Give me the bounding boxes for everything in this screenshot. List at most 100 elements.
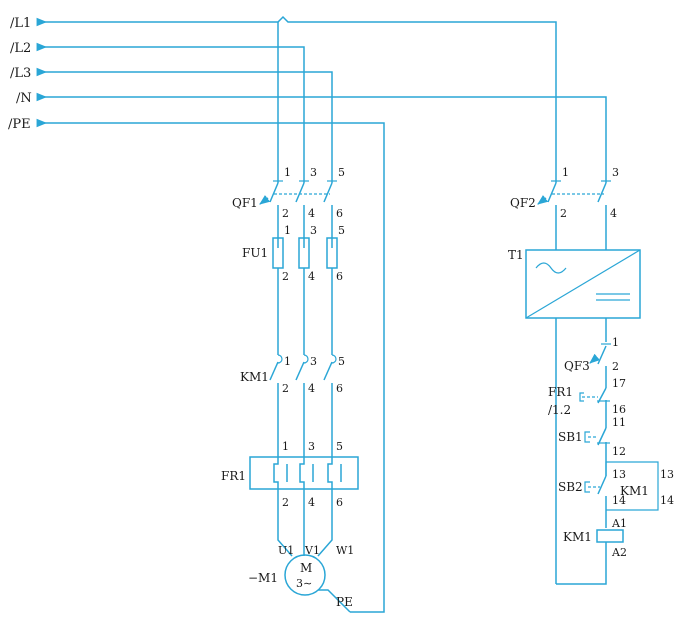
qf2-label: QF2 [510, 196, 536, 210]
km1-aux-terminal-13: 13 [660, 468, 674, 481]
fr1-terminal-1: 1 [282, 440, 289, 453]
motor-symbol: M [300, 561, 312, 575]
bus-n-label: /N [16, 91, 32, 106]
qf2-terminal-3: 3 [612, 166, 619, 179]
qf1-pole-5 [323, 150, 337, 248]
km1-aux-terminal-14: 14 [660, 494, 674, 507]
sb1-label: SB1 [558, 430, 583, 444]
km1-terminal-6: 6 [336, 382, 343, 395]
qf3-trip-arrow [589, 353, 600, 364]
fu1-terminal-5: 5 [338, 224, 345, 237]
fu1-terminal-4: 4 [308, 270, 315, 283]
fr1-label: FR1 [221, 469, 246, 483]
km1-terminal-2: 2 [282, 382, 289, 395]
motor-terminal-w1: W1 [336, 544, 354, 557]
fr1-aux-terminal-16: 16 [612, 403, 626, 416]
bus-n: /N [16, 91, 607, 150]
sb1-terminal-11: 11 [612, 416, 626, 429]
bus-l1-line [46, 15, 557, 150]
sb2-terminal-14: 14 [612, 494, 626, 507]
km1-coil-body [596, 529, 624, 543]
fr1-terminal-3: 3 [308, 440, 315, 453]
t1-diagonal [525, 249, 641, 319]
km1-terminal-4: 4 [308, 382, 315, 395]
coil-terminal-a2: A2 [611, 546, 627, 559]
qf3-label: QF3 [564, 359, 590, 373]
motor-phase: 3∼ [296, 577, 312, 590]
qf2-breaker: QF2 1 3 2 4 [510, 150, 619, 250]
km1-main-label: KM1 [240, 370, 269, 384]
qf1-label: QF1 [232, 196, 258, 210]
fu1-label: FU1 [242, 246, 268, 260]
bus-l1: /L1 [10, 15, 557, 150]
km1-terminal-5: 5 [338, 355, 345, 368]
qf3-breaker: QF3 1 2 [564, 336, 619, 388]
bus-l3-label: /L3 [10, 66, 31, 81]
bus-pe-line [46, 122, 385, 613]
km1-aux-label: KM1 [620, 484, 649, 498]
fr1-terminal-6: 6 [336, 496, 343, 509]
qf1-terminal-2: 2 [282, 207, 289, 220]
motor-pe-connection [318, 589, 351, 613]
bus-pe-label: /PE [8, 117, 31, 132]
sb2-label: SB2 [558, 480, 583, 494]
fr1-terminal-4: 4 [308, 496, 315, 509]
qf1-pole-3 [295, 150, 309, 248]
fr1-aux-terminal-17: 17 [612, 377, 626, 390]
coil-return-wire [556, 542, 607, 585]
fr1-terminal-2: 2 [282, 496, 289, 509]
qf2-trip-arrow [537, 194, 549, 205]
fr1-overload: FR1 1 3 5 2 4 6 [221, 440, 359, 509]
sb1-terminal-12: 12 [612, 445, 626, 458]
sb2-start-button: SB2 13 14 [558, 468, 626, 528]
motor-m1: M 3∼ −M1 U1 V1 W1 PE [248, 495, 354, 613]
km1-holding-contact: KM1 13 14 [605, 461, 674, 511]
qf1-breaker: QF1 1 3 5 2 4 6 [232, 150, 345, 248]
bus-pe: /PE [8, 117, 385, 613]
bus-l3-line [46, 71, 333, 150]
fu1-terminal-6: 6 [336, 270, 343, 283]
qf1-terminal-3: 3 [310, 166, 317, 179]
km1-terminal-1: 1 [284, 355, 291, 368]
motor-m1-circle [284, 554, 326, 596]
fu1-terminal-2: 2 [282, 270, 289, 283]
fu1-terminal-3: 3 [310, 224, 317, 237]
motor-designation: −M1 [248, 571, 278, 585]
t1-body [525, 249, 641, 319]
fr1-aux-reference: /1.2 [548, 403, 571, 417]
qf1-terminal-1: 1 [284, 166, 291, 179]
km1-coil-label: KM1 [563, 530, 592, 544]
qf3-terminal-2: 2 [612, 360, 619, 373]
km1-terminal-3: 3 [310, 355, 317, 368]
t1-transformer: T1 [508, 248, 641, 584]
fr1-aux-label: FR1 [548, 385, 573, 399]
sb1-stop-button: SB1 11 12 [558, 416, 626, 472]
km1-coil: KM1 A1 A2 [556, 517, 627, 585]
sb2-terminal-13: 13 [612, 468, 626, 481]
bus-l2: /L2 [10, 41, 305, 150]
bus-l2-label: /L2 [10, 41, 31, 56]
qf2-terminal-1: 1 [562, 166, 569, 179]
qf1-terminal-5: 5 [338, 166, 345, 179]
qf1-terminal-6: 6 [336, 207, 343, 220]
bus-l3: /L3 [10, 66, 333, 150]
motor-terminal-v1: V1 [304, 544, 320, 557]
fu1-fuses: FU1 1 3 5 2 4 6 [242, 224, 345, 355]
bus-l2-line [46, 46, 305, 150]
bus-n-line [46, 96, 607, 150]
km1-main-contacts: KM1 1 3 5 2 4 6 [240, 354, 345, 452]
coil-terminal-a1: A1 [611, 517, 627, 530]
fu1-terminal-1: 1 [284, 224, 291, 237]
qf3-terminal-1: 1 [612, 336, 619, 349]
pe-label: PE [336, 595, 353, 609]
qf2-terminal-4: 4 [610, 207, 617, 220]
motor-terminal-u1: U1 [278, 544, 294, 557]
fr1-terminal-5: 5 [336, 440, 343, 453]
qf1-terminal-4: 4 [308, 207, 315, 220]
qf1-trip-arrow [259, 194, 271, 205]
t1-label: T1 [508, 248, 524, 262]
fr1-aux-contact: FR1 /1.2 17 16 [548, 377, 626, 428]
bus-l1-label: /L1 [10, 16, 31, 31]
qf2-terminal-2: 2 [560, 207, 567, 220]
